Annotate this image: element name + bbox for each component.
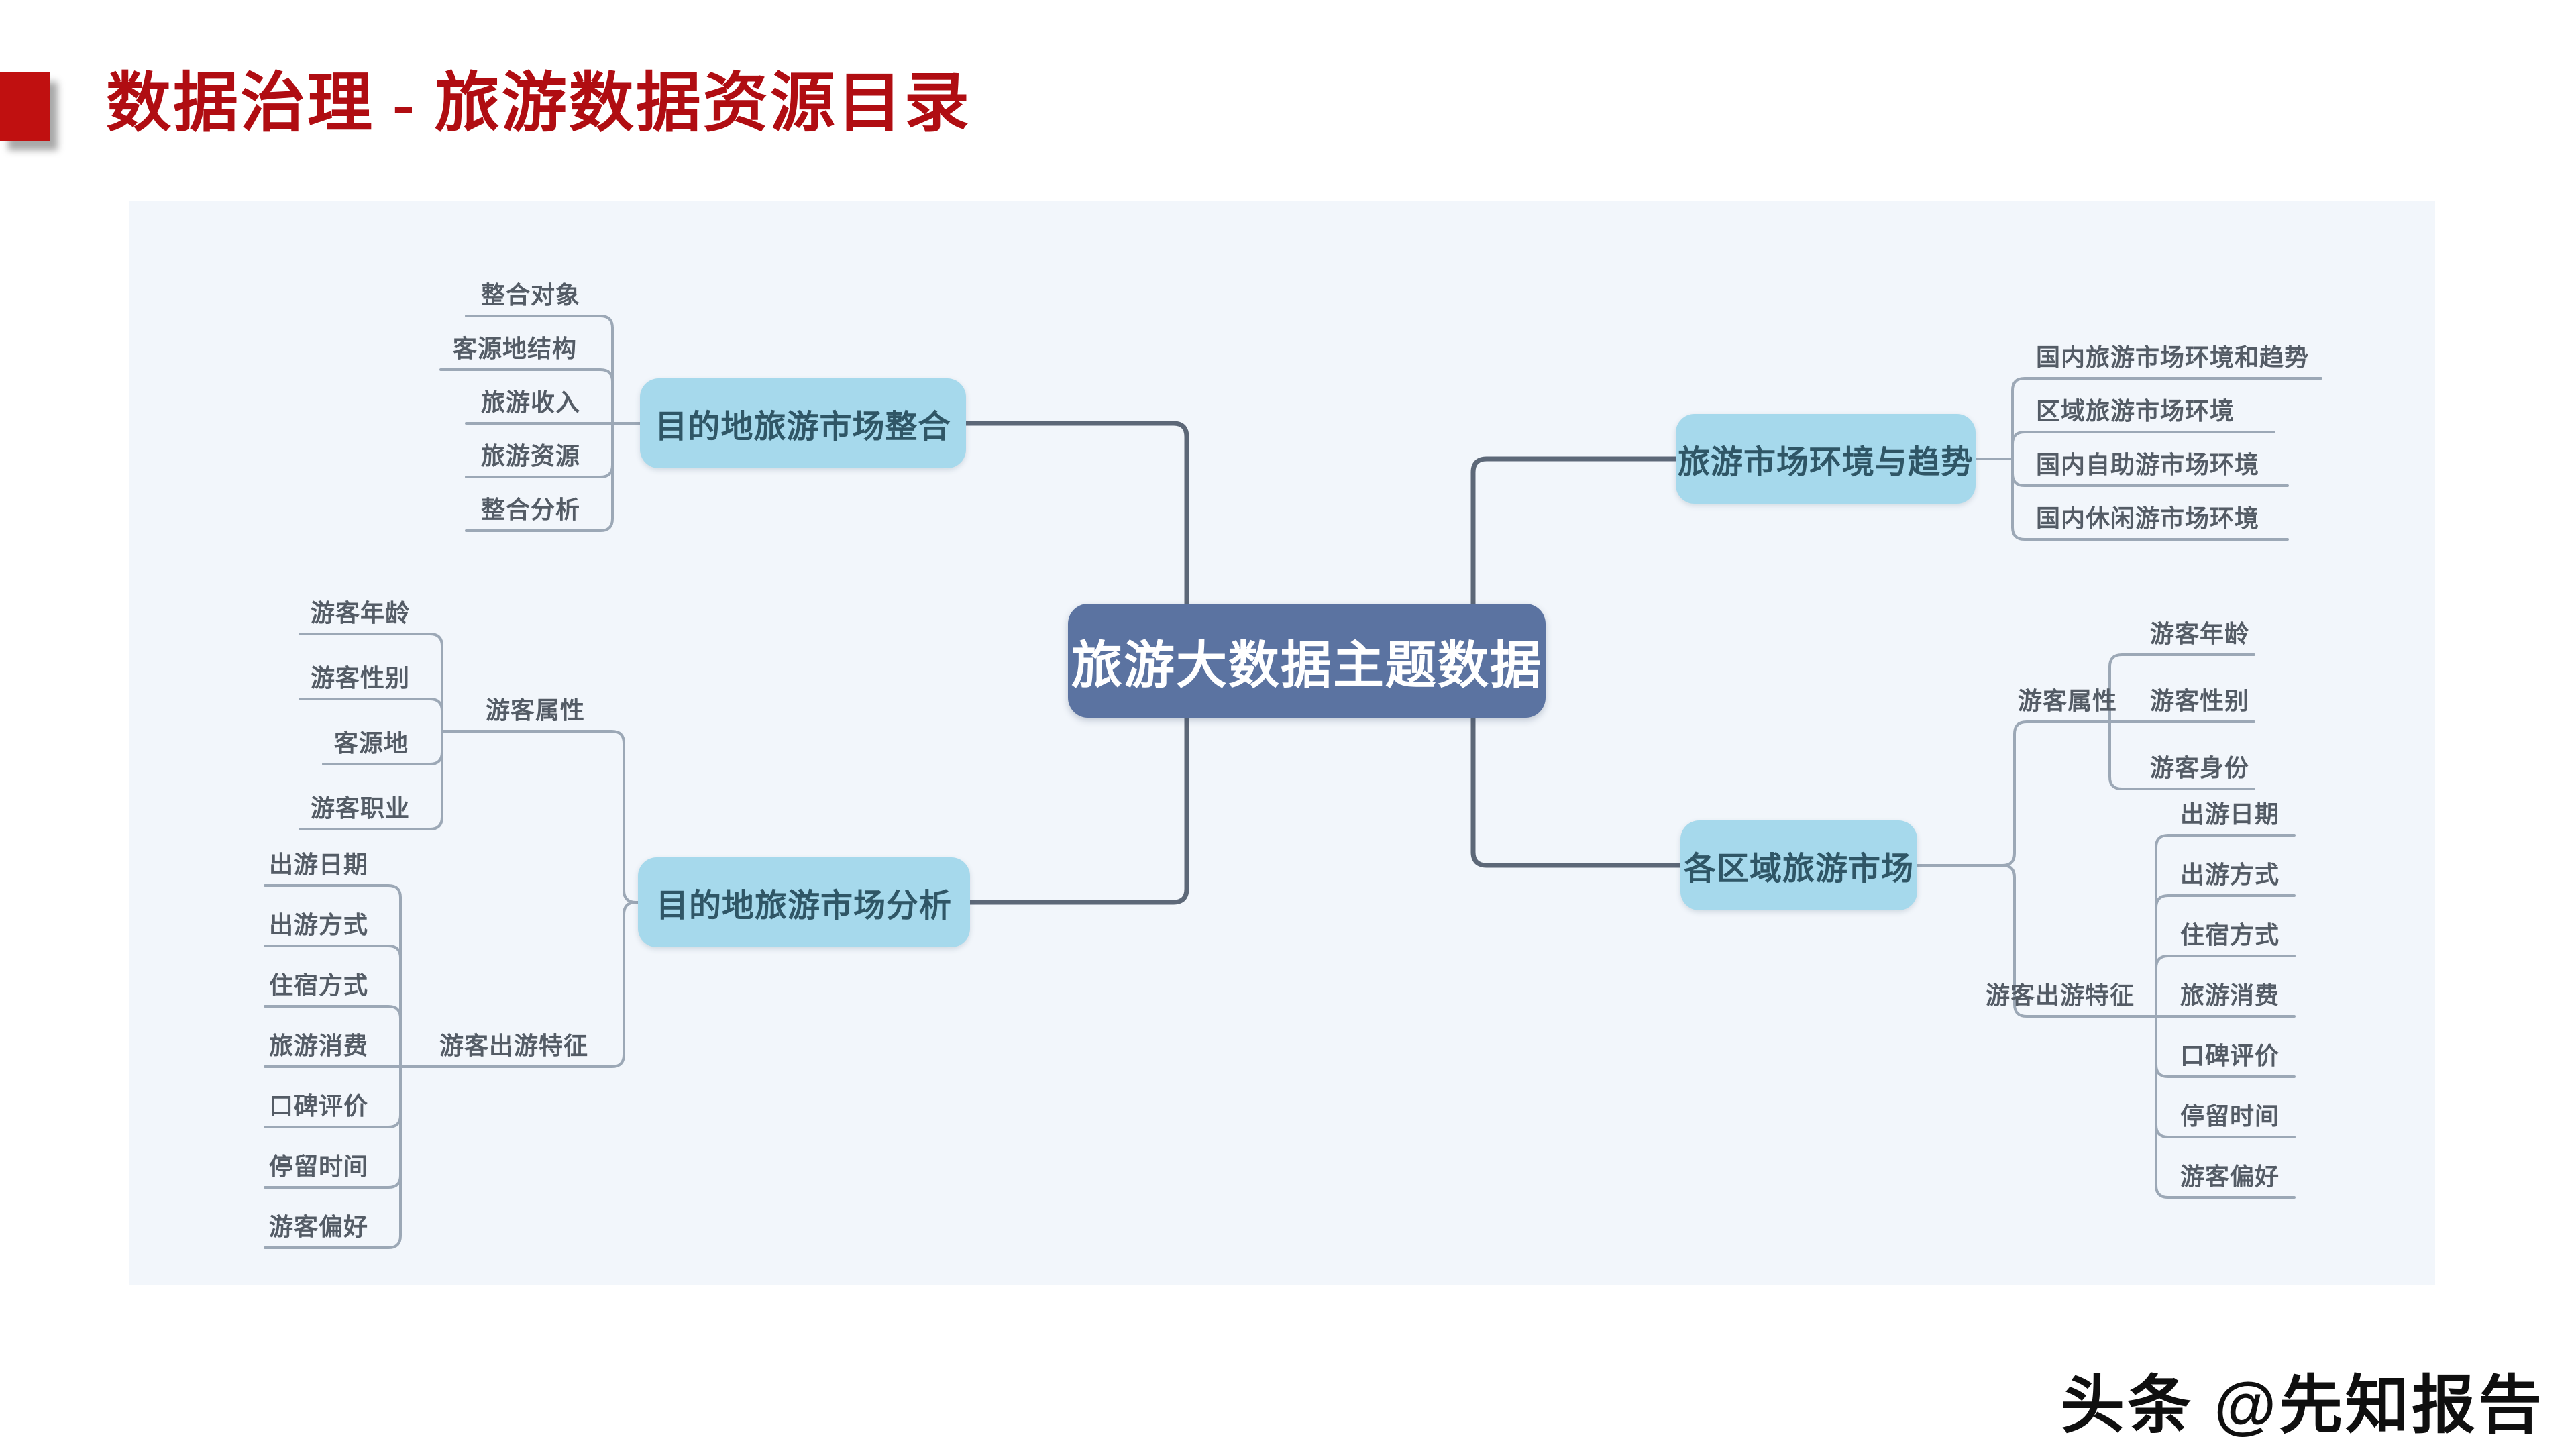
leaf-label: 出游方式	[2180, 861, 2280, 888]
group-label-travel-features-left: 游客出游特征	[439, 1032, 589, 1059]
branch-node-market-environment-trends: 旅游市场环境与趋势	[1676, 414, 1976, 504]
leaf-label: 停留时间	[269, 1152, 369, 1180]
leaf-label: 国内休闲游市场环境	[2036, 504, 2260, 532]
leaf-label: 游客性别	[2150, 687, 2250, 714]
leaf-label: 游客偏好	[269, 1213, 369, 1240]
page-title: 数据治理 - 旅游数据资源目录	[106, 68, 971, 140]
leaf-label: 游客偏好	[2180, 1163, 2280, 1190]
branch-node-destination-market-integration: 目的地旅游市场整合	[640, 378, 966, 468]
leaf-label: 住宿方式	[269, 971, 369, 999]
watermark-text: 头条 @先知报告	[2061, 1370, 2545, 1441]
leaf-label: 口碑评价	[269, 1092, 369, 1120]
group-label-travel-features-right: 游客出游特征	[1986, 981, 2135, 1009]
leaf-label: 出游方式	[269, 911, 369, 938]
branch-node-regional-tourism-markets: 各区域旅游市场	[1680, 820, 1917, 910]
leaf-label: 出游日期	[269, 851, 369, 878]
leaf-label: 旅游消费	[269, 1032, 369, 1059]
leaf-label: 客源地结构	[453, 335, 578, 362]
group-label-visitor-attributes-left: 游客属性	[486, 696, 586, 724]
leaf-label: 游客年龄	[2150, 620, 2250, 647]
leaf-label: 国内旅游市场环境和趋势	[2036, 343, 2310, 371]
group-label-visitor-attributes-right: 游客属性	[2018, 687, 2118, 714]
leaf-label: 旅游收入	[481, 388, 581, 416]
leaf-label: 国内自助游市场环境	[2036, 451, 2260, 478]
title-accent-square	[0, 72, 50, 141]
leaf-label: 出游日期	[2180, 800, 2280, 828]
leaf-label: 游客职业	[311, 794, 411, 822]
leaf-label: 整合分析	[481, 496, 581, 523]
leaf-label: 口碑评价	[2180, 1042, 2280, 1069]
leaf-label: 住宿方式	[2180, 921, 2280, 949]
leaf-label: 停留时间	[2180, 1102, 2280, 1130]
leaf-label: 整合对象	[481, 281, 581, 309]
root-node: 旅游大数据主题数据	[1068, 604, 1546, 718]
leaf-label: 客源地	[334, 729, 409, 757]
branch-node-destination-market-analysis: 目的地旅游市场分析	[638, 857, 970, 947]
leaf-label: 游客身份	[2150, 754, 2250, 782]
leaf-label: 旅游消费	[2180, 981, 2280, 1009]
leaf-label: 游客性别	[311, 664, 411, 692]
leaf-label: 旅游资源	[481, 442, 581, 470]
leaf-label: 游客年龄	[311, 599, 411, 627]
leaf-label: 区域旅游市场环境	[2036, 397, 2235, 425]
